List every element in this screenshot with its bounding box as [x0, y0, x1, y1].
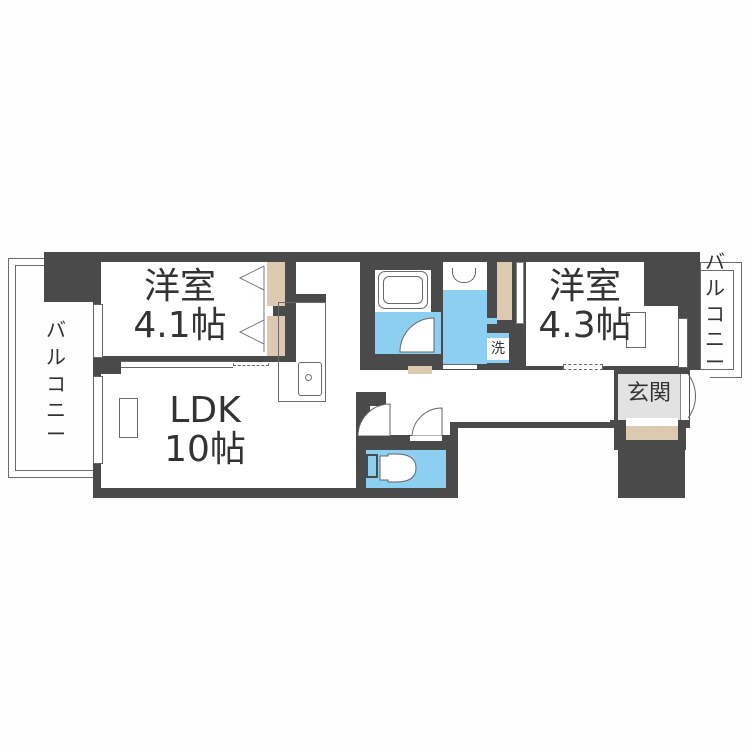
bathtub-inner [383, 276, 423, 304]
western-room-2-ext [526, 306, 678, 366]
balcony-char: バ [705, 250, 725, 274]
closet-1b [267, 316, 285, 356]
window-left-lower [93, 376, 103, 464]
toilet-icon [379, 453, 417, 483]
room-size: 10帖 [164, 428, 246, 470]
toilet-top-wall [356, 436, 458, 450]
hall-right [458, 370, 614, 420]
corner-pillar [44, 252, 104, 302]
hall-storage [408, 366, 432, 374]
balcony-char: ニ [705, 327, 725, 351]
bathroom-door-icon[interactable] [398, 316, 438, 354]
kitchen-wall [296, 294, 326, 302]
stove-icon [305, 374, 312, 381]
room-name: 洋室 [143, 266, 216, 307]
balcony-char: ニ [46, 398, 66, 422]
closet-2-door [516, 262, 524, 324]
western-room-1-label: 洋室 4.1帖 [125, 266, 235, 346]
kitchen-counter [278, 302, 326, 402]
washroom-floor [443, 290, 487, 364]
room-2-door[interactable] [563, 364, 603, 370]
room-2-furniture [626, 312, 646, 348]
shoe-storage [626, 426, 678, 440]
window-left-upper [93, 304, 103, 358]
sliding-door-dash [233, 359, 269, 366]
ldk-label: LDK 10帖 [150, 390, 260, 470]
entrance-door-jamb [680, 374, 689, 420]
western-room-1 [101, 262, 263, 356]
balcony-char: バ [46, 318, 66, 342]
exterior [458, 428, 618, 508]
entrance-right-wall [678, 420, 686, 450]
hall-wall [356, 392, 386, 406]
balcony-char: ー [46, 422, 66, 446]
ldk-door-icon[interactable] [356, 403, 396, 438]
toilet-door-icon[interactable] [410, 407, 444, 438]
exterior [690, 370, 710, 430]
washroom-notch [487, 318, 497, 324]
partition-wall [93, 356, 121, 374]
window-right [678, 318, 688, 368]
balcony-char: コ [46, 372, 66, 396]
balcony-char: コ [705, 302, 725, 326]
toilet-tank [368, 456, 376, 476]
closet-2 [497, 262, 512, 320]
exterior [685, 428, 705, 508]
entrance-step [626, 376, 674, 420]
room-name: LDK [169, 390, 241, 431]
kitchen-sink [298, 362, 322, 396]
closet-door-icon [238, 265, 265, 352]
washer-label: 洗 [487, 338, 509, 360]
bathtub [378, 271, 428, 309]
closet-1 [267, 262, 285, 306]
closet-doors [263, 262, 273, 356]
balcony-right-inner [700, 270, 734, 370]
western-room-2-label: 洋室 4.3帖 [535, 266, 635, 346]
room-size: 4.3帖 [538, 304, 632, 346]
entrance-bottom-wall [614, 440, 686, 450]
entrance-label: 玄関 [626, 381, 671, 406]
entrance-door-icon[interactable] [686, 372, 726, 422]
entrance-threshold [626, 418, 678, 426]
balcony-char: ー [705, 350, 725, 374]
washroom-door[interactable] [443, 364, 477, 369]
ldk-table [119, 398, 138, 438]
room-name: 洋室 [548, 266, 621, 307]
balcony-char: ル [705, 276, 725, 300]
toilet-door-sill [410, 436, 442, 441]
sliding-door[interactable] [121, 361, 233, 368]
entrance-left-wall [614, 420, 626, 450]
balcony-char: ル [46, 345, 66, 369]
room-size: 4.1帖 [133, 304, 227, 346]
